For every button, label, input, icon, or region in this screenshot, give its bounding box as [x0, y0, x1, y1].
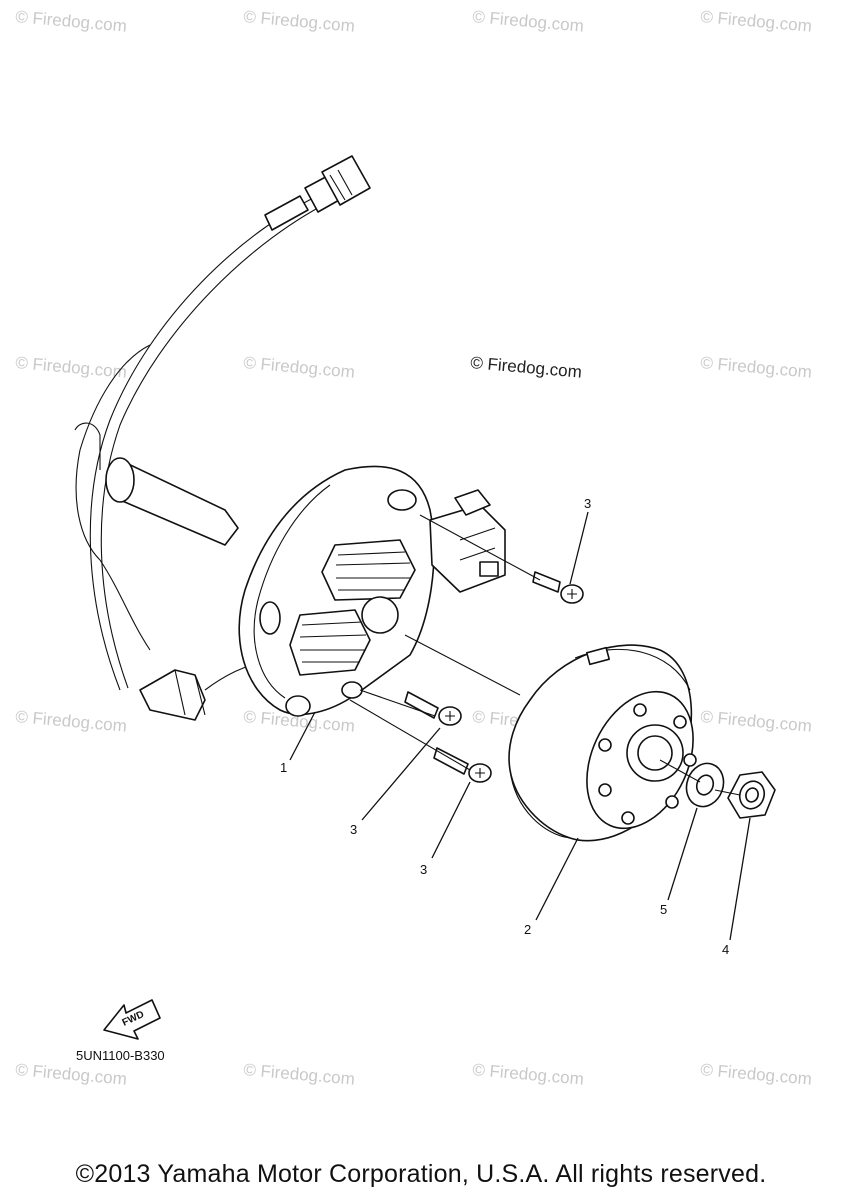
watermark: © Firedog.com [15, 7, 128, 36]
copyright-footer: ©2013 Yamaha Motor Corporation, U.S.A. A… [75, 1160, 767, 1188]
callout-4: 4 [722, 942, 729, 957]
diagram-code: 5UN1100-B330 [76, 1048, 165, 1063]
callout-group: 3 1 3 3 2 5 4 [280, 496, 751, 957]
watermark: © Firedog.com [243, 1060, 356, 1089]
watermark: © Firedog.com [15, 1060, 128, 1089]
assembly-lines [349, 514, 741, 796]
watermark: © Firedog.com [700, 1060, 813, 1089]
bolt-drawings [404, 571, 584, 783]
rotor-drawing [508, 644, 697, 842]
watermark: © Firedog.com [15, 353, 128, 382]
callout-3-bottom: 3 [420, 862, 427, 877]
watermark: © Firedog.com [700, 707, 813, 736]
watermark-center: © Firedog.com [470, 353, 583, 382]
stator-assembly-drawing [238, 465, 506, 717]
crankcase-drawing [74, 344, 239, 651]
callout-3-top: 3 [584, 496, 591, 511]
callout-2: 2 [524, 922, 531, 937]
callout-3-middle: 3 [350, 822, 357, 837]
watermark: © Firedog.com [15, 707, 128, 736]
callout-5: 5 [660, 902, 667, 917]
watermark: © Firedog.com [472, 7, 585, 36]
fwd-arrow: FWD [103, 999, 161, 1040]
callout-1: 1 [280, 760, 287, 775]
watermark: © Firedog.com [700, 7, 813, 36]
watermark: © Firedog.com [472, 1060, 585, 1089]
watermark: © Firedog.com [243, 353, 356, 382]
washer-nut-drawing [685, 762, 776, 819]
wire-harness-drawing [89, 155, 371, 721]
watermark: © Firedog.com [700, 353, 813, 382]
watermark: © Firedog.com [243, 7, 356, 36]
